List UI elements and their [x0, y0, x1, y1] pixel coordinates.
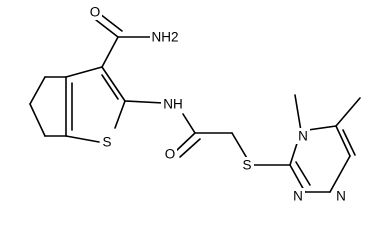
bond: [329, 155, 351, 193]
bond: [294, 94, 302, 132]
bond-lines: [29, 13, 361, 193]
chemical-structure: O NH2 S NH O S N N N: [29, 4, 361, 204]
bond: [342, 129, 356, 156]
bond: [101, 74, 119, 100]
bond: [335, 97, 361, 127]
atom-n1-triazole: N: [336, 189, 346, 204]
bond: [289, 164, 306, 193]
bond: [124, 100, 164, 104]
atom-n2-triazole: N: [293, 189, 303, 204]
bond: [179, 138, 201, 158]
atom-nh2: NH2: [151, 30, 178, 45]
atom-nh: NH: [163, 97, 183, 112]
bond: [99, 13, 123, 32]
atom-n4-triazole: N: [298, 129, 308, 144]
bond: [295, 161, 311, 186]
bond: [29, 76, 46, 105]
atom-labels: O NH2 S NH O S N N N: [88, 4, 348, 204]
bond: [101, 36, 119, 68]
atom-s-thiophene: S: [102, 135, 111, 150]
bond: [29, 103, 46, 137]
bond: [114, 100, 126, 129]
bond: [182, 113, 196, 134]
bond: [335, 125, 351, 157]
bond: [65, 66, 103, 78]
bond: [101, 66, 126, 102]
atom-o-acetamide: O: [165, 147, 176, 162]
bond: [175, 132, 196, 152]
bond: [65, 135, 100, 143]
atom-s-thioether: S: [242, 158, 251, 173]
atom-o-carbonyl: O: [90, 5, 101, 20]
bond: [95, 19, 119, 38]
